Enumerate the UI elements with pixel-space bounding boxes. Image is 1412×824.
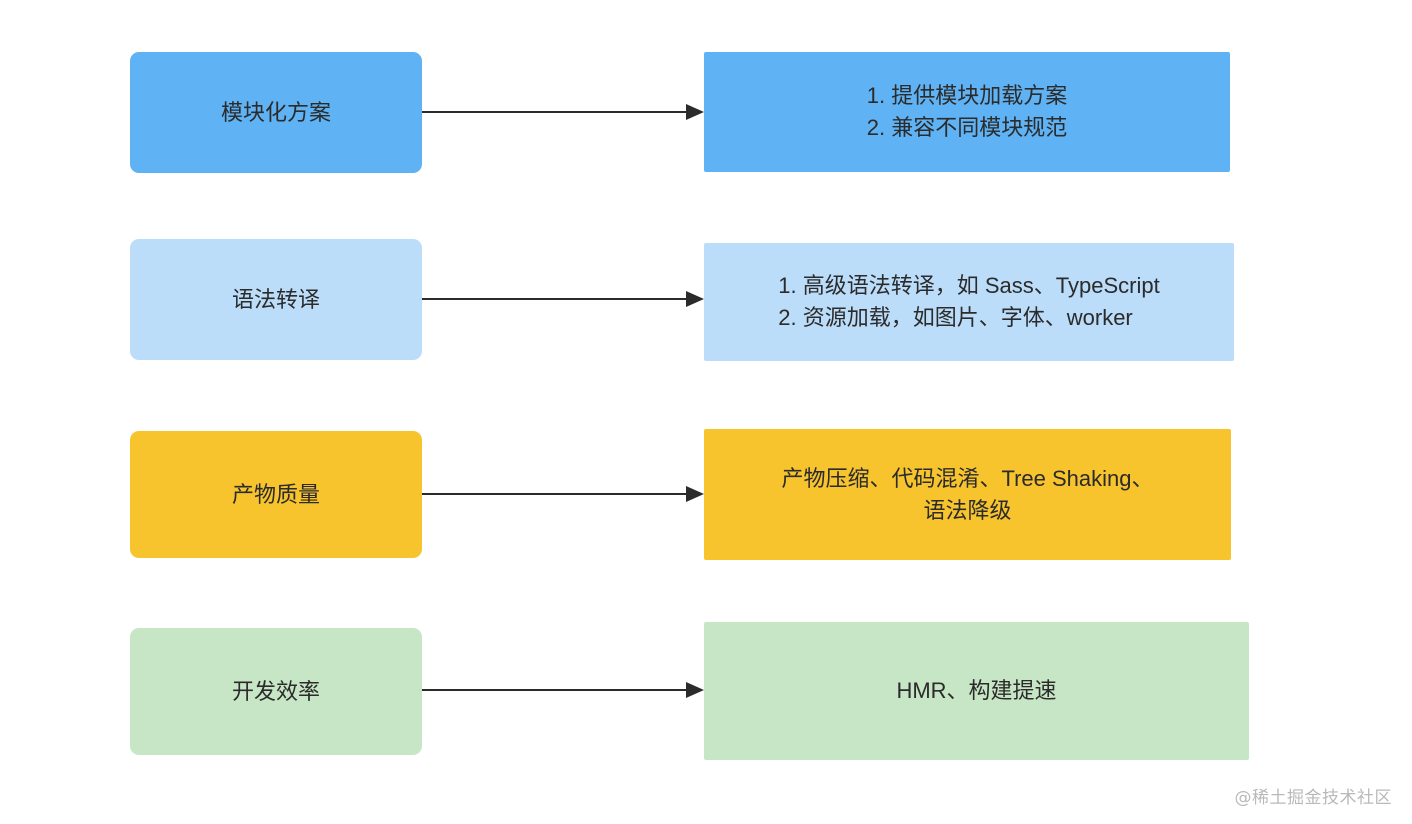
detail-line: 2. 兼容不同模块规范 [866,115,1068,140]
arrow-connector-syntax [422,287,704,311]
arrow-connector-module [422,100,704,124]
category-box-devexp[interactable]: 开发效率 [130,628,422,755]
detail-line: 产物压缩、代码混淆、Tree Shaking、 [781,465,1154,491]
detail-text: 1. 高级语法转译，如 Sass、TypeScript 2. 资源加载，如图片、字… [764,270,1173,334]
detail-line: 1. 高级语法转译，如 Sass、TypeScript [778,273,1160,299]
detail-box-module[interactable]: 1. 提供模块加载方案 2. 兼容不同模块规范 [704,52,1230,172]
category-box-syntax[interactable]: 语法转译 [130,239,422,360]
detail-line: 1. 提供模块加载方案 [866,83,1068,109]
arrow-icon [422,682,704,698]
detail-box-devexp[interactable]: HMR、构建提速 [704,622,1249,760]
category-label: 语法转译 [231,286,320,312]
detail-text: 1. 提供模块加载方案 2. 兼容不同模块规范 [853,80,1081,144]
arrow-connector-devexp [422,678,704,702]
category-label: 模块化方案 [220,99,331,125]
category-label: 产物质量 [231,481,320,507]
arrow-icon [422,291,704,307]
arrow-icon [422,104,704,120]
detail-text: 产物压缩、代码混淆、Tree Shaking、语法降级 [767,463,1167,527]
detail-line: HMR、构建提速 [896,678,1057,704]
arrow-connector-output [422,482,704,506]
detail-box-output[interactable]: 产物压缩、代码混淆、Tree Shaking、语法降级 [704,429,1231,560]
detail-text: HMR、构建提速 [882,675,1070,707]
watermark-label: @稀土掘金技术社区 [1234,788,1392,808]
detail-box-syntax[interactable]: 1. 高级语法转译，如 Sass、TypeScript 2. 资源加载，如图片、字… [704,243,1234,361]
category-box-output[interactable]: 产物质量 [130,431,422,558]
category-box-module[interactable]: 模块化方案 [130,52,422,173]
category-label: 开发效率 [231,678,320,704]
detail-line: 2. 资源加载，如图片、字体、worker [778,305,1133,330]
arrow-icon [422,486,704,502]
detail-line: 语法降级 [923,497,1012,523]
